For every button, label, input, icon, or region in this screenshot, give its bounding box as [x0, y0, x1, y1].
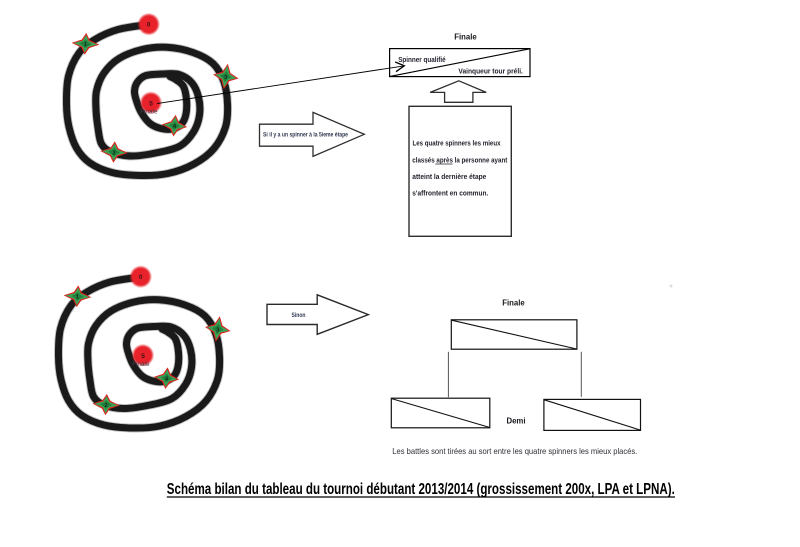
- svg-text:Sinon: Sinon: [292, 312, 306, 319]
- svg-text:Finale: Finale: [502, 298, 525, 307]
- svg-text:Finale: Finale: [454, 32, 477, 41]
- svg-text:Vainqueur tour préli.: Vainqueur tour préli.: [458, 68, 523, 75]
- svg-text:classés après la personne ayan: classés après la personne ayant: [412, 155, 508, 164]
- svg-text:Les quatre spinners les mieux: Les quatre spinners les mieux: [413, 138, 501, 147]
- svg-text:s'affrontent en commun.: s'affrontent en commun.: [412, 189, 488, 198]
- svg-text:Si il y a un spinner à la 5iem: Si il y a un spinner à la 5ieme étape: [263, 133, 349, 139]
- svg-text:atteint la dernière étape: atteint la dernière étape: [412, 172, 486, 181]
- svg-text:Spinner qualifié: Spinner qualifié: [398, 57, 446, 64]
- svg-text:Demi: Demi: [507, 416, 526, 425]
- svg-text:Les battles sont tirées au sor: Les battles sont tirées au sort entre le…: [392, 447, 637, 456]
- svg-text:Schéma bilan du tableau du tou: Schéma bilan du tableau du tournoi début…: [167, 481, 675, 498]
